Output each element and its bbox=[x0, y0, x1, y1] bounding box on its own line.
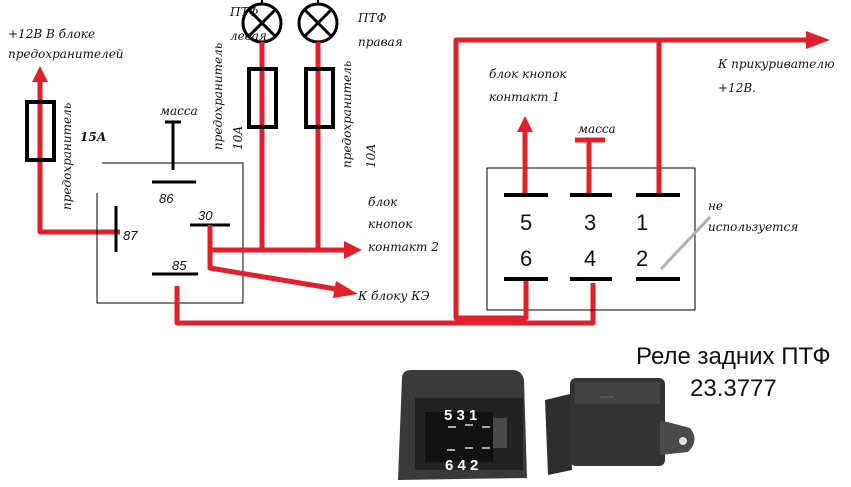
buttons2-label-line1: блок bbox=[368, 195, 398, 209]
lamp-right bbox=[297, 0, 339, 44]
buttons1-label-line2: контакт 1 bbox=[489, 90, 560, 104]
lighter-arrow-icon bbox=[806, 31, 830, 49]
supply-arrow-icon bbox=[32, 66, 48, 82]
relay-caption-model: 23.3777 bbox=[690, 375, 777, 402]
lamp-left-label-line1: ПТФ bbox=[229, 5, 258, 19]
switch-pin-6: 6 bbox=[520, 246, 532, 271]
relay-pin-30: 30 bbox=[198, 208, 213, 223]
switch-pin-2: 2 bbox=[636, 246, 648, 271]
fuse-right-label: предохранитель bbox=[340, 61, 354, 168]
switch-pin-3: 3 bbox=[584, 210, 596, 235]
buttons2-label-line3: контакт 2 bbox=[368, 240, 439, 254]
fuse-right-rating: 10А bbox=[364, 144, 378, 168]
buttons2-label-line2: кнопок bbox=[368, 217, 413, 231]
supply-wire bbox=[32, 66, 120, 235]
lamp-left-label-line2: левая bbox=[230, 29, 267, 43]
unused-label-line2: используется bbox=[708, 220, 798, 234]
fuse-left-label: предохранитель bbox=[211, 43, 225, 150]
relay-caption-title: Реле задних ПТФ bbox=[636, 343, 831, 370]
relay-pin-86: 86 bbox=[159, 191, 174, 206]
buttons1-label-line1: блок кнопок bbox=[489, 67, 567, 81]
pin85-wire bbox=[174, 283, 596, 326]
switch-pin-1: 1 bbox=[636, 210, 648, 235]
lamp-right-label-line2: правая bbox=[358, 35, 403, 49]
fuse-right-symbol bbox=[304, 67, 335, 129]
supply-label-line2: предохранителей bbox=[8, 47, 124, 61]
ke-block-arrow-icon bbox=[333, 281, 358, 298]
ke-block-label: К блоку КЭ bbox=[357, 289, 430, 303]
switch-pin-5: 5 bbox=[520, 210, 532, 235]
switch-connector: 5 3 1 6 4 2 bbox=[486, 167, 696, 311]
relay-pin-85: 85 bbox=[172, 258, 187, 273]
fuse-15a-label: предохранитель bbox=[60, 103, 74, 210]
photo-bottom-pins: 6 4 2 bbox=[445, 457, 478, 474]
buttons1-arrow-icon bbox=[517, 116, 533, 132]
fuse-15a-rating: 15А bbox=[80, 130, 106, 144]
switch-mass-label: масса bbox=[578, 122, 616, 136]
switch-pin-4: 4 bbox=[584, 246, 596, 271]
unused-pointer-line bbox=[659, 215, 712, 271]
relay-pin-87: 87 bbox=[123, 228, 138, 243]
fuse-left-symbol bbox=[247, 67, 278, 129]
unused-label-line1: не bbox=[708, 199, 723, 213]
lighter-label-line1: К прикуривателю bbox=[717, 57, 835, 71]
supply-label-line1: +12В В блоке bbox=[8, 27, 95, 41]
relay-block: масса 86 87 30 85 bbox=[96, 104, 244, 304]
fuse-left-rating: 10А bbox=[231, 126, 245, 150]
relay-mass-label: масса bbox=[160, 104, 198, 118]
pin6-loop-wire bbox=[453, 37, 659, 321]
lighter-label-line2: +12В. bbox=[718, 81, 756, 95]
relay-photo: 5 3 1 6 4 2 ~~~ bbox=[398, 370, 695, 480]
lamp-right-label-line1: ПТФ bbox=[357, 11, 386, 25]
pin30-wires bbox=[207, 225, 362, 298]
buttons2-arrow-icon bbox=[344, 241, 362, 259]
fuse-15a-symbol bbox=[25, 100, 56, 162]
svg-text:~~~: ~~~ bbox=[600, 393, 614, 402]
photo-top-pins: 5 3 1 bbox=[444, 407, 477, 424]
